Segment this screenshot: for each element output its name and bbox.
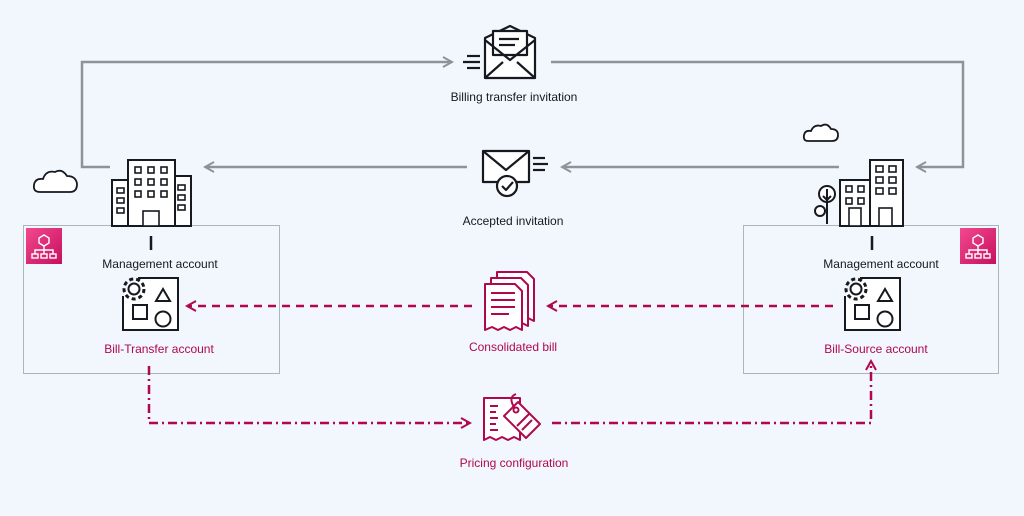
office-building-icon [814, 159, 904, 227]
consolidated-bill-label: Consolidated bill [468, 340, 558, 354]
organization-badge-icon [26, 228, 62, 264]
account-resources-icon [122, 277, 179, 331]
right-management-account-label: Management account [823, 257, 939, 271]
price-tag-receipt-icon [483, 393, 541, 441]
bill-source-account-label: Bill-Source account [824, 342, 928, 356]
account-resources-icon [844, 277, 901, 331]
open-envelope-icon [463, 24, 537, 80]
pricing-configuration-label: Pricing configuration [459, 456, 569, 470]
billing-transfer-invitation-label: Billing transfer invitation [450, 90, 578, 104]
cloud-icon [802, 123, 839, 142]
accepted-envelope-icon [481, 149, 548, 198]
bill-document-icon [484, 271, 535, 331]
organization-badge-icon [960, 228, 996, 264]
cloud-icon [32, 169, 78, 193]
invitation-flow-line [80, 62, 965, 167]
pricing-flow-line [147, 361, 871, 423]
office-building-icon [111, 159, 192, 227]
left-management-account-label: Management account [102, 257, 218, 271]
bill-transfer-account-label: Bill-Transfer account [104, 342, 214, 356]
accepted-invitation-label: Accepted invitation [462, 214, 564, 228]
